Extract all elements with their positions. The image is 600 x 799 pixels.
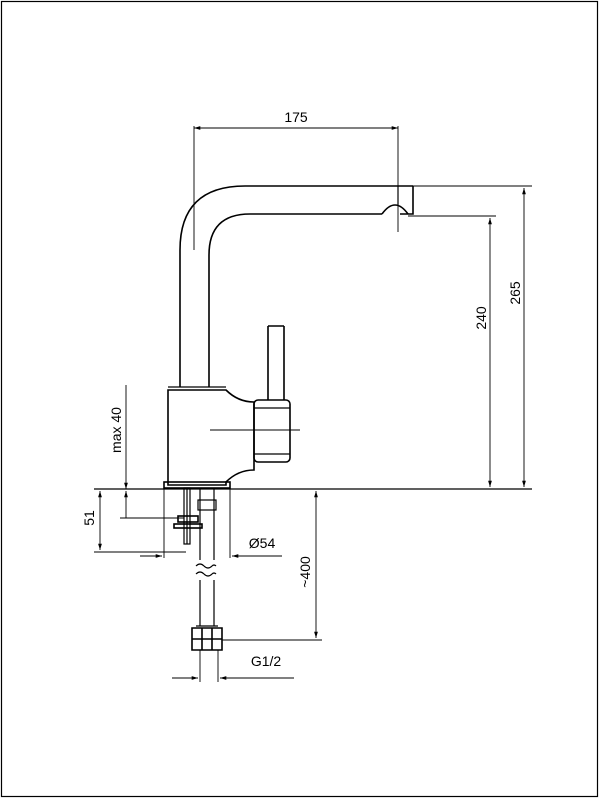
dimension-hose-length: ~400 [222,491,322,641]
cartridge-housing [253,399,291,463]
dimension-base-diameter: Ø54 [140,489,282,558]
mounting-hardware [173,487,223,651]
dimension-spout-reach: 175 [193,109,399,250]
cartridge-detail [254,407,290,455]
svg-text:265: 265 [507,281,523,305]
main-body [167,389,255,486]
spout-end [400,186,414,215]
hose-break [195,563,217,577]
hex-nut [191,627,223,651]
svg-text:240: 240 [473,306,489,330]
svg-text:~400: ~400 [297,556,313,588]
mounting-washer [173,523,203,529]
faucet-outline [163,185,414,489]
dimension-thread: G1/2 [172,650,294,682]
svg-text:175: 175 [284,109,308,125]
svg-text:Ø54: Ø54 [249,535,276,551]
spout-outer [179,185,413,387]
dimension-max-deck: max 40 [108,385,184,519]
dimension-outlet-height: 240 [408,215,496,487]
dimension-shank: 51 [81,491,186,553]
aerator [381,204,409,215]
handle-lever [267,325,285,400]
centerlines [210,206,399,431]
svg-text:max 40: max 40 [108,407,124,453]
svg-text:G1/2: G1/2 [251,653,282,669]
svg-text:51: 51 [81,510,97,526]
base-plate [163,481,231,489]
dimension-total-height: 265 [413,185,532,487]
mounting-nut [177,515,199,523]
spout-inner [208,213,382,387]
